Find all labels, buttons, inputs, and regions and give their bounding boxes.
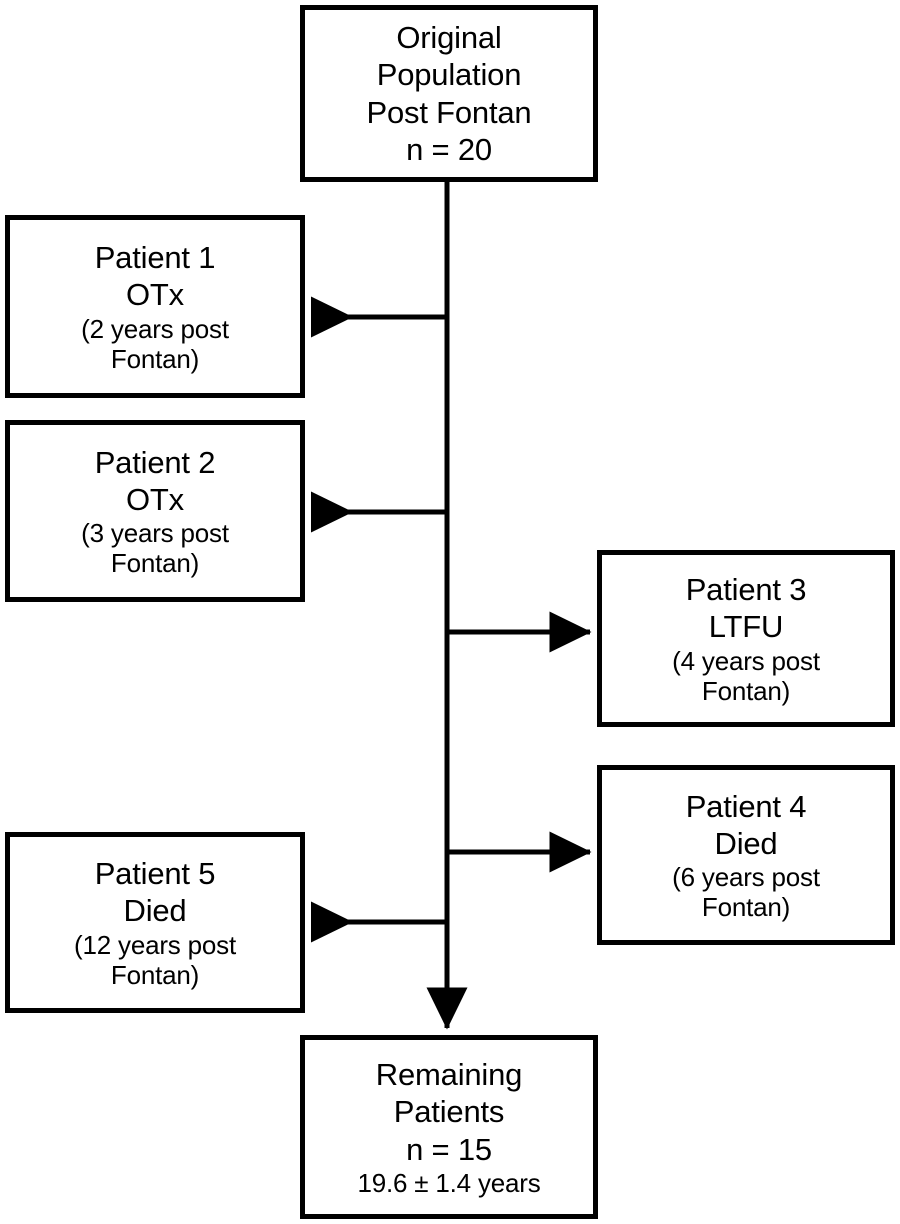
node-remaining-patients: Remaining Patients n = 15 19.6 ± 1.4 yea… xyxy=(300,1035,598,1219)
patient3-detail-line-2: Fontan) xyxy=(701,675,791,706)
remaining-count: n = 15 xyxy=(406,1131,492,1167)
node-original-population: Original Population Post Fontan n = 20 xyxy=(300,5,598,182)
remaining-line-1: Remaining xyxy=(375,1057,523,1093)
patient2-detail-line-1: (3 years post xyxy=(81,518,229,549)
patient2-outcome: OTx xyxy=(126,481,184,517)
patient5-outcome: Died xyxy=(123,893,187,929)
patient3-detail-line-1: (4 years post xyxy=(672,645,820,676)
patient5-detail-line-1: (12 years post xyxy=(74,929,236,960)
patient4-detail-line-2: Fontan) xyxy=(701,892,791,923)
patient3-outcome: LTFU xyxy=(708,609,784,645)
node-patient-2: Patient 2 OTx (3 years post Fontan) xyxy=(5,420,305,602)
origin-line-2: Population xyxy=(376,57,522,93)
patient2-title: Patient 2 xyxy=(94,444,216,480)
origin-line-1: Original xyxy=(396,20,502,56)
patient1-title: Patient 1 xyxy=(94,240,216,276)
patient5-title: Patient 5 xyxy=(94,856,216,892)
patient1-outcome: OTx xyxy=(126,277,184,313)
patient1-detail-line-2: Fontan) xyxy=(110,343,200,374)
patient4-detail-line-1: (6 years post xyxy=(672,862,820,893)
patient3-title: Patient 3 xyxy=(685,572,807,608)
node-patient-3: Patient 3 LTFU (4 years post Fontan) xyxy=(597,550,895,727)
node-patient-1: Patient 1 OTx (2 years post Fontan) xyxy=(5,215,305,398)
origin-line-3: Post Fontan xyxy=(366,94,532,130)
remaining-line-2: Patients xyxy=(393,1094,505,1130)
remaining-followup: 19.6 ± 1.4 years xyxy=(357,1167,541,1198)
patient1-detail-line-1: (2 years post xyxy=(81,313,229,344)
node-patient-4: Patient 4 Died (6 years post Fontan) xyxy=(597,765,895,945)
patient4-title: Patient 4 xyxy=(685,788,807,824)
patient2-detail-line-2: Fontan) xyxy=(110,548,200,579)
origin-count: n = 20 xyxy=(406,131,492,167)
node-patient-5: Patient 5 Died (12 years post Fontan) xyxy=(5,832,305,1013)
patient5-detail-line-2: Fontan) xyxy=(110,959,200,990)
patient4-outcome: Died xyxy=(714,825,778,861)
